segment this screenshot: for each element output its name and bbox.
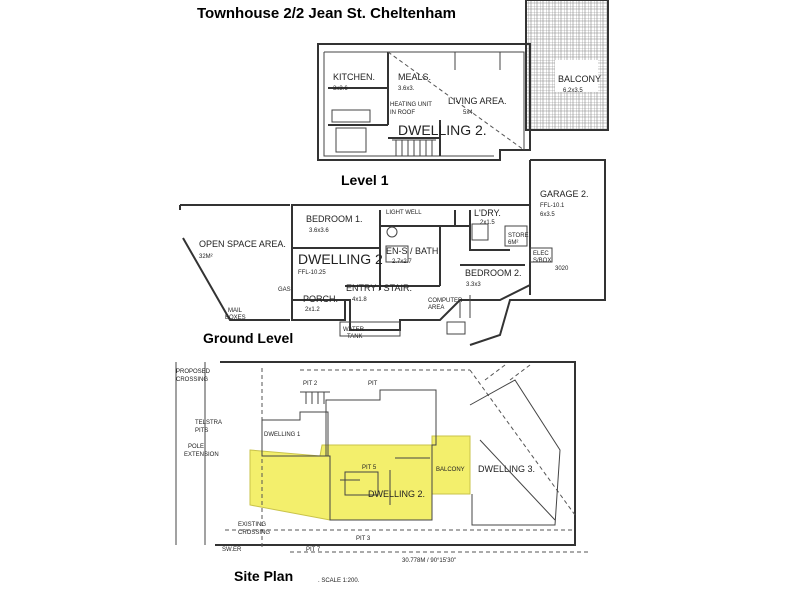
page-title: Townhouse 2/2 Jean St. Cheltenham xyxy=(197,5,456,22)
pit2-label: PIT 2 xyxy=(303,381,318,387)
ensuite-size: 2.7x2.7 xyxy=(392,259,412,265)
existing-crossing-label: CROSSING xyxy=(238,530,270,536)
boundary-dimension: 30.778M / 90°15'30" xyxy=(402,558,456,564)
existing-label: EXISTING xyxy=(238,522,266,528)
bedroom1-size: 3.6x3.6 xyxy=(309,228,329,234)
pit5-label: PIT 5 xyxy=(362,465,377,471)
garage-size: 6x3.5 xyxy=(540,212,555,218)
garage-ffl: FFL-10.1 xyxy=(540,203,565,209)
laundry-size: 2x1.5 xyxy=(480,220,495,226)
laundry-label: L'DRY. xyxy=(474,208,501,218)
scale-label: . SCALE 1:200. xyxy=(318,578,360,584)
balcony-label: BALCONY xyxy=(558,74,601,84)
kitchen-size: 3x3.6 xyxy=(333,86,348,92)
store-size: 6M² xyxy=(508,240,518,246)
entry-stair-size: 4x1.8 xyxy=(352,297,367,303)
pit-top-label: PIT xyxy=(368,381,378,387)
meals-size: 3.6x3. xyxy=(398,86,415,92)
heating-unit-label: HEATING UNIT xyxy=(390,102,432,108)
water-tank-label-2: TANK xyxy=(347,334,363,340)
level1-dwelling-label: DWELLING 2. xyxy=(398,122,487,138)
kitchen-label: KITCHEN. xyxy=(333,72,375,82)
bedroom2-size: 3.3x3 xyxy=(466,282,481,288)
living-area-size: 5x4 xyxy=(463,110,473,116)
site-plan-heading: Site Plan xyxy=(234,568,294,584)
level1-plan: KITCHEN. 3x3.6 MEALS. 3.6x3. HEATING UNI… xyxy=(317,0,609,161)
mail-boxes-label-2: BOXES xyxy=(225,315,246,321)
store-label: STORE xyxy=(508,233,529,239)
pit7-label: PIT 7 xyxy=(306,547,321,553)
bedroom1-label: BEDROOM 1. xyxy=(306,214,363,224)
gas-label: GAS xyxy=(278,287,291,293)
dwelling2-highlight xyxy=(249,435,471,521)
pole-label: POLE xyxy=(188,444,204,450)
meals-label: MEALS. xyxy=(398,72,431,82)
dwelling2-site-label: DWELLING 2. xyxy=(368,489,425,499)
ground-outline xyxy=(291,204,531,331)
dwelling3-label: DWELLING 3. xyxy=(478,464,535,474)
computer-area-label-2: AREA xyxy=(428,305,444,311)
entry-stair-label: ENTRY / STAIR. xyxy=(346,283,412,293)
pit3-label: PIT 3 xyxy=(356,536,371,542)
balcony-size: 6.2x3.5 xyxy=(563,88,583,94)
ground-level-heading: Ground Level xyxy=(203,330,294,346)
proposed-label: PROPOSED xyxy=(176,369,211,375)
extension-label: EXTENSION xyxy=(184,452,219,458)
ground-dwelling-label: DWELLING 2 xyxy=(298,251,383,267)
ground-level-plan: GARAGE 2. FFL-10.1 6x3.5 BEDROOM 1. 3.6x… xyxy=(179,159,606,346)
garage-dimension: 3020 xyxy=(555,266,569,272)
site-balcony-label: BALCONY xyxy=(436,467,465,473)
computer-area-label: COMPUTER xyxy=(428,298,463,304)
open-space-area: 32M² xyxy=(199,254,213,260)
garage-label: GARAGE 2. xyxy=(540,189,589,199)
heating-unit-label-2: IN ROOF xyxy=(390,110,415,116)
elec-label: ELEC xyxy=(533,251,549,257)
water-tank-label: WATER xyxy=(343,327,365,333)
pits-label: PITS xyxy=(195,428,208,434)
site-boundary xyxy=(215,361,576,546)
porch-size: 2x1.2 xyxy=(305,307,320,313)
site-plan: PROPOSED CROSSING PIT 2 PIT PIT 5 TELSTR… xyxy=(175,361,590,584)
telstra-label: TELSTRA xyxy=(195,420,222,426)
mail-boxes-label: MAIL xyxy=(228,308,243,314)
bedroom2-label: BEDROOM 2. xyxy=(465,268,522,278)
ground-dwelling-ffl: FFL-10.25 xyxy=(298,270,326,276)
level1-heading: Level 1 xyxy=(341,172,389,188)
ensuite-label: EN-S / BATH xyxy=(386,246,438,256)
light-well-label: LIGHT WELL xyxy=(386,210,422,216)
level1-outline xyxy=(317,43,531,161)
porch-label: PORCH. xyxy=(303,294,338,304)
living-area-label: LIVING AREA. xyxy=(448,96,507,106)
elec-label-2: S/BOX xyxy=(533,258,551,264)
dwelling1-label: DWELLING 1 xyxy=(264,432,301,438)
swer-label: SW.ER xyxy=(222,547,242,553)
open-space-label: OPEN SPACE AREA. xyxy=(199,239,286,249)
crossing-label: CROSSING xyxy=(176,377,208,383)
